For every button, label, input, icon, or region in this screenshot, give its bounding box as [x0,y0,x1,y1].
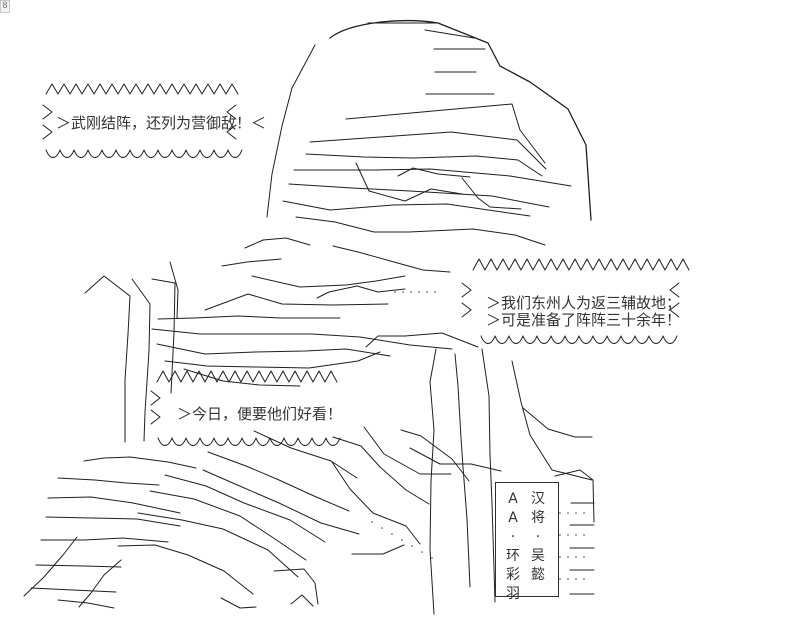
caption-left-char: A [508,510,518,526]
third-speech-bubble-outline [150,370,341,446]
caption-right-char: 汉 [531,491,545,507]
caption-left-char: A [508,491,518,507]
second-speech-bubble-outline [461,258,690,344]
ascii-dotted-shading [371,291,585,580]
helmet-and-face-lines [23,19,595,615]
caption-left-char: 彩 [506,567,520,583]
second-speech-line-two: ＞可是准备了阵阵三十余年！ [486,311,682,329]
second-speech-line-one: ＞我们东州人为返三辅故地； [486,294,682,312]
character-caption-box: A A · 环 彩 羽 汉 将 · 吴 懿 [495,482,559,602]
caption-right-char: 将 [531,510,545,526]
caption-left-char: · [510,529,516,545]
page-number-indicator: 8 [0,0,10,13]
caption-right-char: 懿 [531,567,545,583]
first-speech-bubble-outline [42,83,243,158]
caption-left-char: 羽 [506,586,520,602]
caption-right-char: · [535,529,541,545]
caption-left-char: 环 [506,548,520,564]
third-speech-text: ＞今日，便要他们好看！ [177,405,343,423]
caption-right-char: 吴 [531,548,545,564]
caption-left-column: A A · 环 彩 羽 [505,490,521,604]
caption-right-column: 汉 将 · 吴 懿 [530,490,546,585]
first-speech-text: ＞武刚结阵，还列为营御敌！＜ [56,114,267,132]
